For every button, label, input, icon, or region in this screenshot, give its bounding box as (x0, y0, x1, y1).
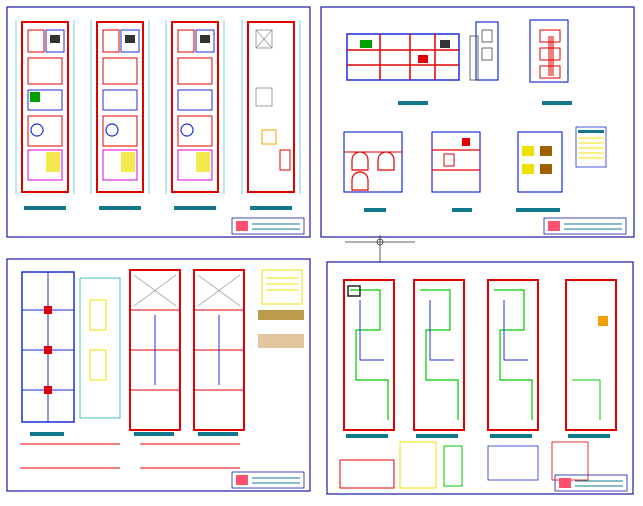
slab-plan-2 (193, 269, 245, 431)
title-block-sheet-2 (543, 217, 627, 235)
installation-plan-1 (343, 279, 395, 431)
legend-blocks-sheet-4 (339, 441, 589, 489)
sheet-elevations-sections (320, 6, 635, 238)
title-block-sheet-1 (231, 217, 305, 235)
title-bands-sheet-3 (30, 432, 238, 436)
section-b (431, 131, 481, 193)
legend-table (575, 126, 607, 168)
floor-plan-1 (21, 21, 69, 193)
column-details (79, 277, 121, 419)
installation-plan-2 (413, 279, 465, 431)
floor-plan-3 (171, 21, 219, 193)
beam-details (20, 443, 240, 469)
title-block-sheet-4 (554, 474, 628, 492)
roof-plan (247, 21, 295, 193)
facade-b (529, 19, 569, 83)
crosshair-marker (345, 235, 415, 266)
facade-c (343, 131, 403, 193)
installation-plan-4 (565, 279, 617, 431)
slab-plan-1 (129, 269, 181, 431)
plan-title-bands-1 (24, 206, 292, 210)
sheet-installation-plans (326, 261, 634, 495)
title-block-sheet-3 (231, 471, 305, 489)
structural-notes (258, 269, 304, 348)
grid-axes-sheet-1 (15, 20, 301, 194)
sheet-structural-plans (6, 258, 311, 492)
facade-a (469, 21, 499, 81)
sheet-architectural-plans (6, 6, 311, 238)
title-bands-sheet-2 (364, 101, 572, 212)
floor-plan-2 (96, 21, 144, 193)
foundation-plan (21, 271, 75, 423)
facade-d (517, 131, 563, 193)
title-bands-sheet-4 (346, 434, 610, 438)
section-a (346, 33, 460, 81)
installation-plan-3 (487, 279, 539, 431)
